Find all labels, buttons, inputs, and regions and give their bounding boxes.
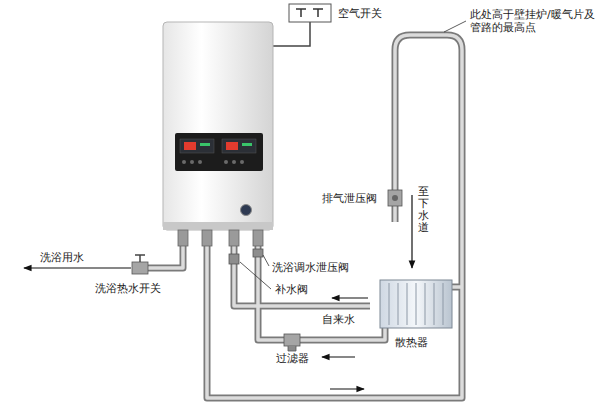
radiator-fin (443, 283, 444, 325)
note-label: 此处高于壁挂炉/暖气片及管路的最高点 (470, 8, 595, 34)
panel-button (182, 160, 186, 164)
flow-arrow (330, 388, 364, 389)
panel-button (232, 160, 236, 164)
exhaust-valve (388, 190, 402, 206)
hot-water-pipe (148, 246, 183, 268)
flow-arrow (332, 297, 368, 298)
leader-lines (240, 21, 466, 289)
valve-handle (135, 255, 145, 262)
filter (284, 334, 300, 351)
leader-line (263, 255, 269, 266)
return-pipe (258, 246, 385, 340)
radiator-inlet-pipe (452, 285, 462, 289)
hot-water-valve (132, 255, 148, 274)
display-digits (226, 142, 238, 150)
tap-water-pipe (234, 246, 370, 306)
valve-label: 补水阀 (275, 283, 308, 296)
panel-buttons (182, 160, 244, 164)
panel-button (198, 160, 202, 164)
pipe-label: 自来水 (322, 313, 355, 326)
valve-label: 洗浴调水泄压阀 (272, 261, 349, 274)
valve-body (388, 190, 402, 206)
flow-arrow (411, 195, 412, 268)
pipe-fitting (229, 230, 239, 246)
radiator (380, 280, 452, 328)
display-screen (180, 139, 214, 153)
air-switch-symbol (296, 9, 323, 17)
pipe-fitting (253, 230, 263, 246)
hot-water-pipe (148, 246, 183, 268)
valve-center (392, 195, 398, 201)
radiator-fin (425, 283, 426, 325)
control-knob (241, 205, 252, 216)
radiator-fin (416, 283, 417, 325)
boiler-base (163, 222, 273, 230)
radiator-fin (398, 283, 399, 325)
control-panel (175, 133, 263, 171)
display-screen (222, 139, 256, 153)
power-wire (273, 22, 310, 46)
radiator-fins (389, 283, 443, 325)
indicator-light (242, 143, 252, 146)
pipe-fitting (202, 230, 212, 246)
panel-button (240, 160, 244, 164)
leader-line (240, 262, 271, 289)
flow-arrows (24, 195, 412, 389)
valve-label: 排气泄压阀 (322, 192, 377, 205)
radiator-fin (389, 283, 390, 325)
display-digits (184, 142, 196, 150)
relief-valve (253, 249, 263, 257)
pipe-label: 洗浴用水 (40, 251, 84, 264)
pipe-fitting (178, 230, 188, 246)
part-label: 过滤器 (276, 352, 309, 365)
valve-label: 洗浴热水开关 (95, 282, 161, 295)
valve-body (132, 262, 148, 274)
flow-arrow (24, 267, 131, 268)
air-switch-box (289, 4, 331, 22)
flow-arrow (322, 356, 355, 357)
leader-line (444, 21, 466, 32)
filter-body (284, 334, 300, 346)
panel-button (224, 160, 228, 164)
tap-water-pipe (234, 246, 370, 306)
radiator-fin (407, 283, 408, 325)
indicator-light (200, 143, 210, 146)
make-up-valve (229, 254, 239, 264)
drain-label: 至下水道 (418, 186, 429, 234)
boiler-housing (163, 22, 273, 230)
pipe-fittings (178, 230, 263, 246)
filter-cup (288, 346, 296, 351)
radiator-fin (434, 283, 435, 325)
panel-button (190, 160, 194, 164)
switch-label: 空气开关 (338, 7, 382, 20)
radiator-body (380, 280, 452, 328)
part-label: 散热器 (395, 336, 428, 349)
return-pipe (258, 246, 385, 340)
